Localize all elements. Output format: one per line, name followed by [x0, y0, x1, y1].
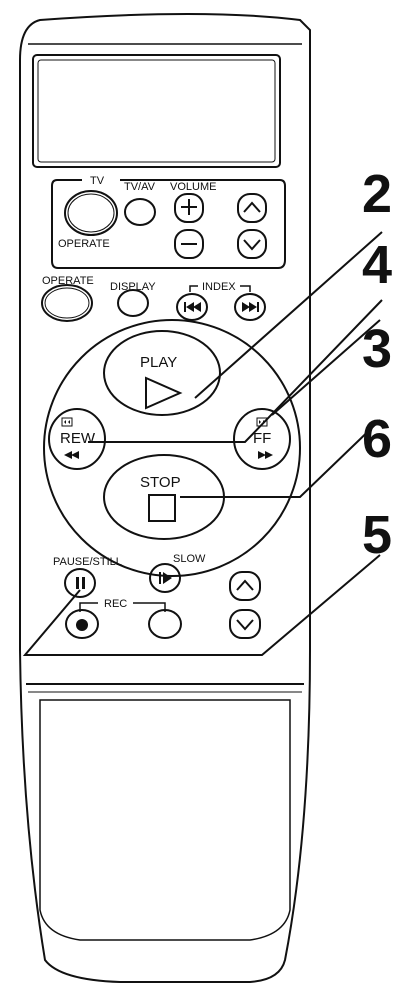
slow-button[interactable] [149, 563, 181, 593]
remote-body [19, 13, 311, 983]
pause-still-button[interactable] [64, 568, 96, 598]
ff-button[interactable] [233, 408, 291, 470]
play-icon [145, 376, 183, 410]
tv-av-label: TV/AV [124, 181, 156, 193]
index-label: INDEX [202, 281, 236, 293]
callout-line-2 [194, 231, 383, 399]
tv-section-label: TV [90, 175, 105, 187]
callout-3: 3 [362, 319, 392, 379]
ff-label: FF [253, 430, 271, 447]
play-button[interactable] [103, 330, 221, 416]
slow-label: SLOW [173, 553, 206, 565]
tv-operate-button[interactable] [64, 190, 118, 236]
tv-section-box [51, 179, 286, 269]
tv-av-button[interactable] [124, 198, 156, 226]
operate-label: OPERATE [42, 275, 94, 287]
rew-label: REW [60, 430, 96, 447]
callout-6: 6 [362, 409, 392, 469]
callout-line-4 [88, 299, 383, 443]
rec-button[interactable] [65, 609, 99, 639]
callout-line-3 [271, 319, 381, 416]
battery-cover [39, 699, 291, 941]
callout-line-5 [22, 554, 381, 656]
pause-still-label: PAUSE/STILL [53, 556, 122, 568]
tv-channel-down-button[interactable] [237, 229, 267, 259]
operate-button[interactable] [41, 284, 93, 322]
play-label: PLAY [140, 354, 177, 371]
volume-label: VOLUME [170, 181, 216, 193]
callout-4: 4 [362, 235, 392, 295]
index-next-button[interactable] [234, 293, 266, 321]
tracking-up-button[interactable] [229, 571, 261, 601]
display-button[interactable] [117, 289, 149, 317]
tv-channel-up-button[interactable] [237, 193, 267, 223]
callout-line-6 [180, 419, 381, 498]
tracking-down-button[interactable] [229, 609, 261, 639]
index-prev-button[interactable] [176, 293, 208, 321]
volume-up-button[interactable] [174, 193, 204, 223]
rew-button[interactable] [48, 408, 106, 470]
transport-ring [43, 319, 301, 577]
volume-down-button[interactable] [174, 229, 204, 259]
rec-blank-button[interactable] [148, 609, 182, 639]
rec-label: REC [104, 598, 127, 610]
display-window [32, 54, 281, 168]
callout-2: 2 [362, 164, 392, 224]
stop-icon [148, 494, 176, 522]
display-label: DISPLAY [110, 281, 156, 293]
tv-operate-label: OPERATE [58, 238, 110, 250]
stop-label: STOP [140, 474, 181, 491]
callout-5: 5 [362, 505, 392, 565]
